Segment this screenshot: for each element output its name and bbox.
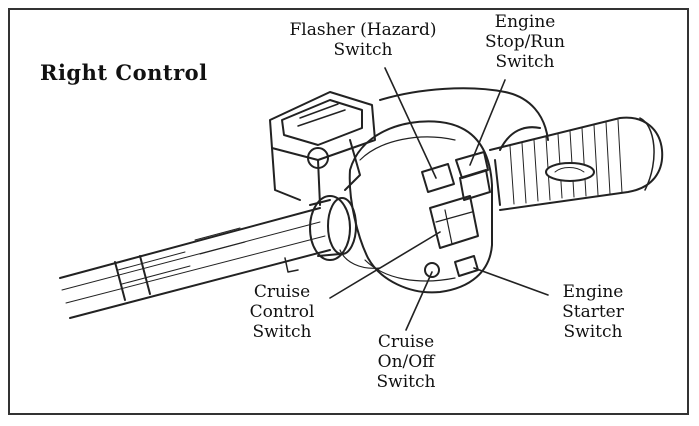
cruise-control-switch-label: Cruise Control Switch (249, 282, 315, 342)
flasher-hazard-switch-label: Flasher (Hazard) Switch (289, 20, 437, 60)
engine-starter-leader-line (473, 267, 549, 296)
engine-starter-switch-label: Engine Starter Switch (562, 282, 624, 342)
leader-lines (329, 67, 549, 331)
right-grip (489, 116, 664, 211)
brake-reservoir (269, 91, 376, 206)
bar-collar (309, 195, 357, 261)
cruise-on-off-leader-line (405, 271, 433, 331)
diagram-title: Right Control (40, 60, 208, 85)
engine-stop-run-switch-label: Engine Stop/Run Switch (484, 12, 566, 72)
handlebar-tube (59, 207, 331, 319)
engine-stop-run-leader-line (469, 79, 506, 166)
cruise-on-off-switch-label: Cruise On/Off Switch (376, 332, 436, 392)
clamp-bolt (284, 257, 299, 273)
switch-housing (348, 87, 549, 294)
flasher-leader-line (384, 67, 437, 179)
cruise-control-leader-line (329, 231, 441, 299)
throttle-cable (499, 126, 541, 151)
diagram-frame (8, 8, 689, 415)
